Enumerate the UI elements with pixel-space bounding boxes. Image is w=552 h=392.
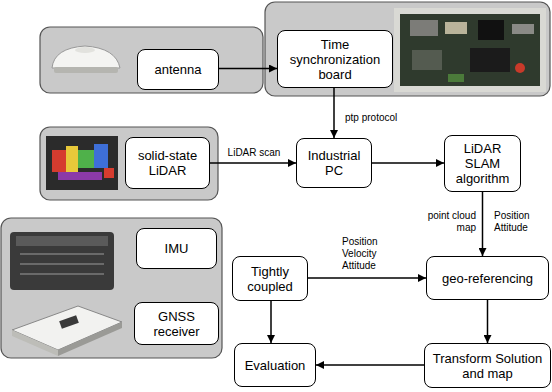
gnss-receiver-picture (12, 306, 122, 356)
arrow-connector (487, 300, 489, 343)
box-text: solid-state LiDAR (130, 148, 205, 178)
box-text: Transform Solution and map (429, 351, 546, 381)
board-picture (394, 8, 546, 92)
group-panel (40, 127, 218, 200)
arrow-connector (333, 88, 335, 138)
arrow-connector (316, 364, 424, 366)
process-box: Industrial PC (296, 138, 372, 188)
group-panel (265, 2, 550, 96)
edge-label: LiDAR scan (218, 147, 290, 159)
process-box: Time synchronization board (277, 30, 393, 88)
process-box: antenna (137, 49, 219, 90)
arrow-connector (308, 277, 426, 279)
box-text: Time synchronization board (282, 37, 388, 82)
arrow-connector (219, 68, 277, 70)
edge-label: ptp protocol (345, 112, 415, 124)
annotation-label: point cloud map (414, 210, 476, 234)
process-box: geo-referencing (426, 256, 549, 300)
group-panel (40, 27, 263, 93)
imu-picture (10, 232, 114, 290)
edge-label: Position Velocity Attitude (342, 236, 398, 272)
box-text: IMU (165, 241, 189, 256)
process-box: LiDAR SLAM algorithm (444, 135, 521, 192)
process-box: GNSS receiver (134, 302, 219, 345)
arrow-connector (372, 162, 444, 164)
box-text: LiDAR SLAM algorithm (449, 141, 516, 186)
process-box: Evaluation (234, 343, 316, 387)
process-box: Transform Solution and map (424, 343, 551, 388)
box-text: geo-referencing (442, 271, 533, 286)
process-box: Tightly coupled (232, 256, 308, 301)
arrow-connector (270, 301, 272, 343)
arrow-connector (210, 162, 296, 164)
box-text: Industrial PC (301, 148, 367, 178)
box-text: Evaluation (245, 358, 306, 373)
process-box: solid-state LiDAR (125, 137, 210, 189)
antenna-picture (52, 46, 120, 73)
box-text: GNSS receiver (139, 309, 214, 339)
group-panel (1, 218, 222, 358)
box-text: antenna (155, 62, 202, 77)
edge-label: Position Attitude (494, 210, 544, 234)
process-box: IMU (136, 228, 217, 269)
point-cloud-picture (46, 136, 118, 190)
arrow-connector (482, 192, 484, 256)
box-text: Tightly coupled (237, 264, 303, 294)
